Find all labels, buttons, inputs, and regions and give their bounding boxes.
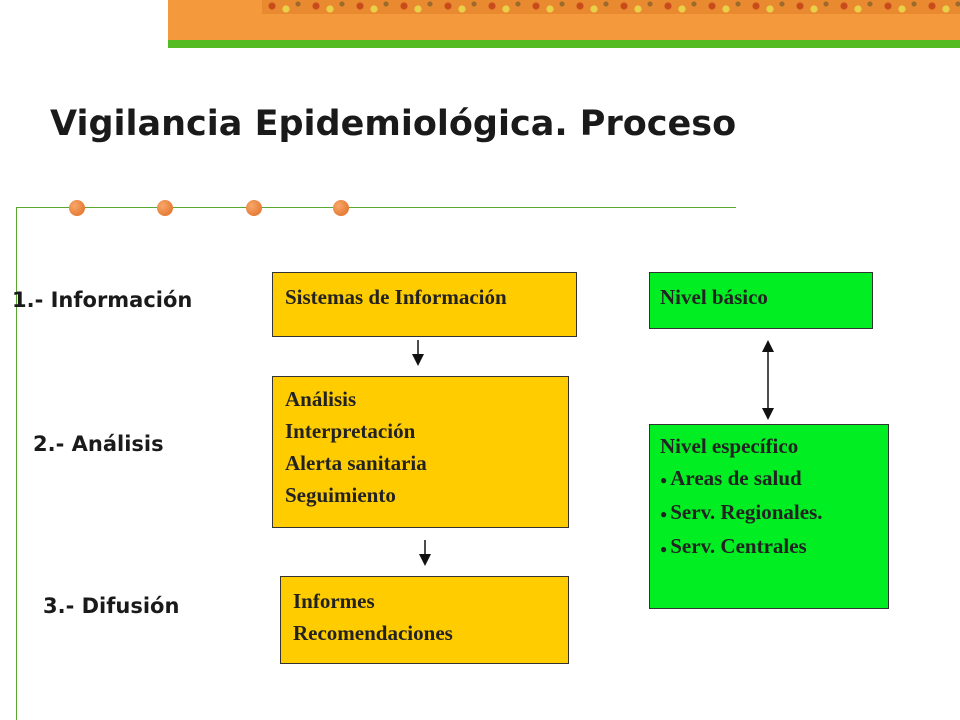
bullet-text: Serv. Regionales. [670, 500, 823, 525]
bullet-icon: ● [660, 541, 668, 556]
specific-level-bullet: ●Serv. Regionales. [660, 496, 888, 530]
basic-level-title: Nivel básico [660, 285, 768, 309]
page-title: Vigilancia Epidemiológica. Proceso [50, 104, 737, 144]
bullet-text: Serv. Centrales [670, 534, 807, 559]
analysis-line: Alerta sanitaria [285, 451, 427, 475]
specific-level-bullet: ●Serv. Centrales [660, 530, 888, 564]
analysis-line: Interpretación [285, 419, 416, 443]
specific-level-box: Nivel específico ●Areas de salud ●Serv. … [649, 424, 889, 609]
decorative-dot-icon [246, 200, 262, 216]
analysis-line: Análisis [285, 387, 357, 411]
specific-level-bullet: ●Areas de salud [660, 462, 888, 496]
bullet-icon: ● [660, 507, 668, 522]
basic-level-box: Nivel básico [649, 272, 873, 329]
diffusion-line: Informes [293, 589, 375, 613]
header-banner-texture [262, 0, 960, 14]
diffusion-line: Recomendaciones [293, 621, 453, 645]
decorative-dot-icon [333, 200, 349, 216]
bullet-text: Areas de salud [670, 466, 802, 490]
frame-left-line [16, 207, 17, 720]
frame-top-line [16, 207, 736, 208]
header-banner-stripe [168, 40, 960, 48]
info-systems-box: Sistemas de Información [272, 272, 577, 337]
decorative-dot-icon [69, 200, 85, 216]
diffusion-box: Informes Recomendaciones [280, 576, 569, 664]
decorative-dot-icon [157, 200, 173, 216]
step-label-analisis: 2.- Análisis [33, 432, 164, 456]
specific-level-title: Nivel específico [660, 434, 799, 458]
bullet-icon: ● [660, 473, 668, 488]
step-label-difusion: 3.- Difusión [43, 594, 180, 618]
step-label-informacion: 1.- Información [12, 288, 193, 312]
analysis-line: Seguimiento [285, 483, 396, 507]
info-systems-text: Sistemas de Información [285, 285, 507, 309]
analysis-box: Análisis Interpretación Alerta sanitaria… [272, 376, 569, 528]
